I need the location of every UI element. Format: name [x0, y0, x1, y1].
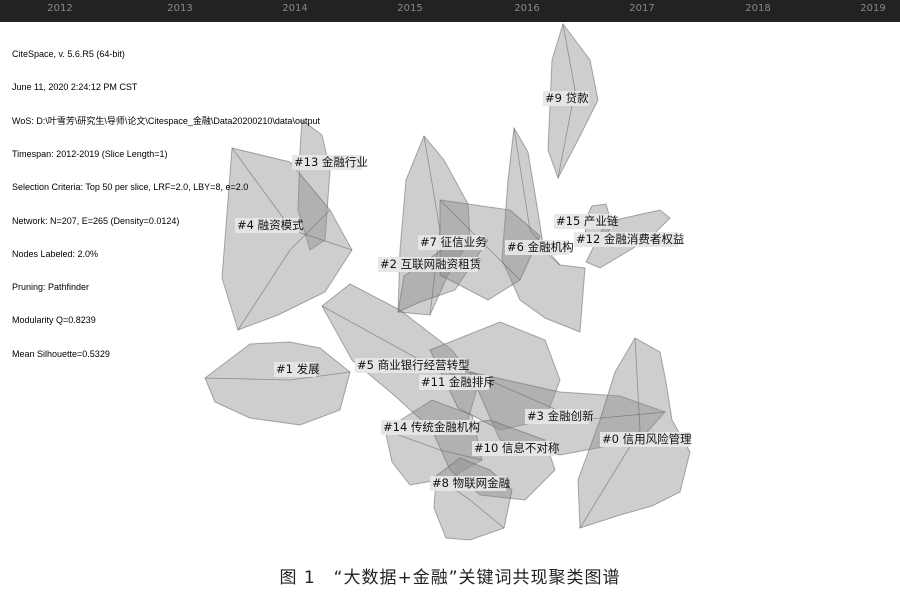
cluster-label-bg — [430, 476, 506, 491]
cluster-label-text: #7 征信业务 — [420, 235, 487, 249]
cluster-label-2[interactable]: #2 互联网融资租赁 — [378, 257, 481, 272]
cluster-label-text: #11 金融排斥 — [421, 375, 495, 389]
cluster-label-11[interactable]: #11 金融排斥 — [419, 375, 495, 390]
cluster-label-bg — [574, 232, 678, 247]
cluster-label-bg — [274, 362, 316, 377]
cluster-label-text: #9 贷款 — [545, 91, 589, 105]
cluster-label-bg — [600, 432, 690, 447]
network-link — [423, 135, 441, 316]
cluster-label-text: #15 产业链 — [556, 214, 619, 228]
cluster-label-1[interactable]: #1 发展 — [274, 362, 320, 377]
timeline-year: 2017 — [629, 3, 655, 14]
cluster-labels: #9 贷款 #13 金融行业 #4 融资模式 #15 产业链 #12 金融消费者… — [235, 91, 692, 491]
cluster-label-bg — [543, 91, 589, 106]
timeline-year: 2015 — [397, 3, 423, 14]
cluster-label-5[interactable]: #5 商业银行经营转型 — [355, 358, 470, 373]
cluster-label-12[interactable]: #12 金融消费者权益 — [574, 232, 684, 247]
cluster-label-6[interactable]: #6 金融机构 — [505, 240, 574, 255]
cluster-label-text: #1 发展 — [276, 362, 320, 376]
cluster-label-bg — [505, 240, 569, 255]
timeline-bar: 2012 2013 2014 2015 2016 2017 2018 2019 — [0, 0, 900, 22]
network-link — [439, 199, 521, 281]
cluster-hull — [429, 321, 561, 431]
timeline-year: 2012 — [47, 3, 73, 14]
cluster-label-text: #13 金融行业 — [294, 155, 368, 169]
cluster-network: #9 贷款 #13 金融行业 #4 融资模式 #15 产业链 #12 金融消费者… — [204, 22, 692, 541]
metadata-line: Timespan: 2012-2019 (Slice Length=1) — [12, 149, 168, 160]
metadata-line: WoS: D:\叶雪芳\研究生\导师\论文\Citespace_金融\Data2… — [12, 115, 320, 126]
metadata-line: Modularity Q=0.8239 — [12, 315, 96, 326]
timeline-year: 2013 — [167, 3, 193, 14]
cluster-label-bg — [472, 441, 554, 456]
cluster-label-text: #4 融资模式 — [237, 218, 304, 232]
cluster-label-text: #14 传统金融机构 — [383, 420, 480, 434]
cluster-label-text: #2 互联网融资租赁 — [380, 257, 481, 271]
network-link — [237, 209, 331, 331]
cluster-label-0[interactable]: #0 信用风险管理 — [600, 432, 692, 447]
citespace-metadata: CiteSpace, v. 5.6.R5 (64-bit) June 11, 2… — [12, 27, 320, 382]
cluster-label-text: #0 信用风险管理 — [602, 432, 692, 446]
cluster-label-15[interactable]: #15 产业链 — [554, 214, 619, 229]
metadata-line: Nodes Labeled: 2.0% — [12, 248, 99, 259]
cluster-label-text: #12 金融消费者权益 — [576, 232, 684, 246]
timeline-year: 2016 — [514, 3, 540, 14]
metadata-line: CiteSpace, v. 5.6.R5 (64-bit) — [12, 49, 125, 60]
cluster-label-text: #6 金融机构 — [507, 240, 574, 254]
cluster-hull — [321, 283, 479, 429]
cluster-view-frame: 2012 2013 2014 2015 2016 2017 2018 2019 — [0, 0, 900, 541]
cluster-label-bg — [554, 214, 612, 229]
network-link — [384, 429, 483, 461]
cluster-label-bg — [378, 257, 478, 272]
timeline-year: 2014 — [282, 3, 308, 14]
cluster-label-bg — [525, 409, 589, 424]
metadata-line: June 11, 2020 2:24:12 PM CST — [12, 82, 138, 93]
network-link — [204, 371, 351, 381]
cluster-label-bg — [355, 358, 465, 373]
cluster-label-bg — [292, 155, 362, 170]
cluster-hull — [501, 126, 586, 333]
cluster-label-9[interactable]: #9 贷款 — [543, 91, 589, 106]
cluster-hull — [221, 147, 353, 331]
cluster-label-bg — [235, 218, 299, 233]
cluster-label-text: #8 物联网金融 — [432, 476, 511, 490]
cluster-label-3[interactable]: #3 金融创新 — [525, 409, 594, 424]
cluster-label-text: #10 信息不对称 — [474, 441, 560, 455]
cluster-label-8[interactable]: #8 物联网金融 — [430, 476, 511, 491]
cluster-label-bg — [419, 375, 489, 390]
cluster-label-4[interactable]: #4 融资模式 — [235, 218, 304, 233]
timeline-year: 2018 — [745, 3, 771, 14]
cluster-label-7[interactable]: #7 征信业务 — [418, 235, 487, 250]
metadata-line: Mean Silhouette=0.5329 — [12, 348, 110, 359]
cluster-label-14[interactable]: #14 传统金融机构 — [381, 420, 480, 435]
timeline-year: 2019 — [860, 3, 886, 14]
cluster-label-13[interactable]: #13 金融行业 — [292, 155, 368, 170]
cluster-label-text: #3 金融创新 — [527, 409, 594, 423]
metadata-line: Network: N=207, E=265 (Density=0.0124) — [12, 215, 180, 226]
figure-caption: 图 1 “大数据+金融”关键词共现聚类图谱 — [279, 568, 621, 588]
cluster-label-text: #5 商业银行经营转型 — [357, 358, 470, 372]
network-link — [557, 23, 576, 179]
cluster-label-bg — [418, 235, 484, 250]
network-link — [579, 337, 641, 529]
metadata-line: Pruning: Pathfinder — [12, 282, 90, 293]
cluster-label-bg — [381, 420, 477, 435]
metadata-line: Selection Criteria: Top 50 per slice, LR… — [12, 182, 249, 193]
cluster-label-10[interactable]: #10 信息不对称 — [472, 441, 560, 456]
